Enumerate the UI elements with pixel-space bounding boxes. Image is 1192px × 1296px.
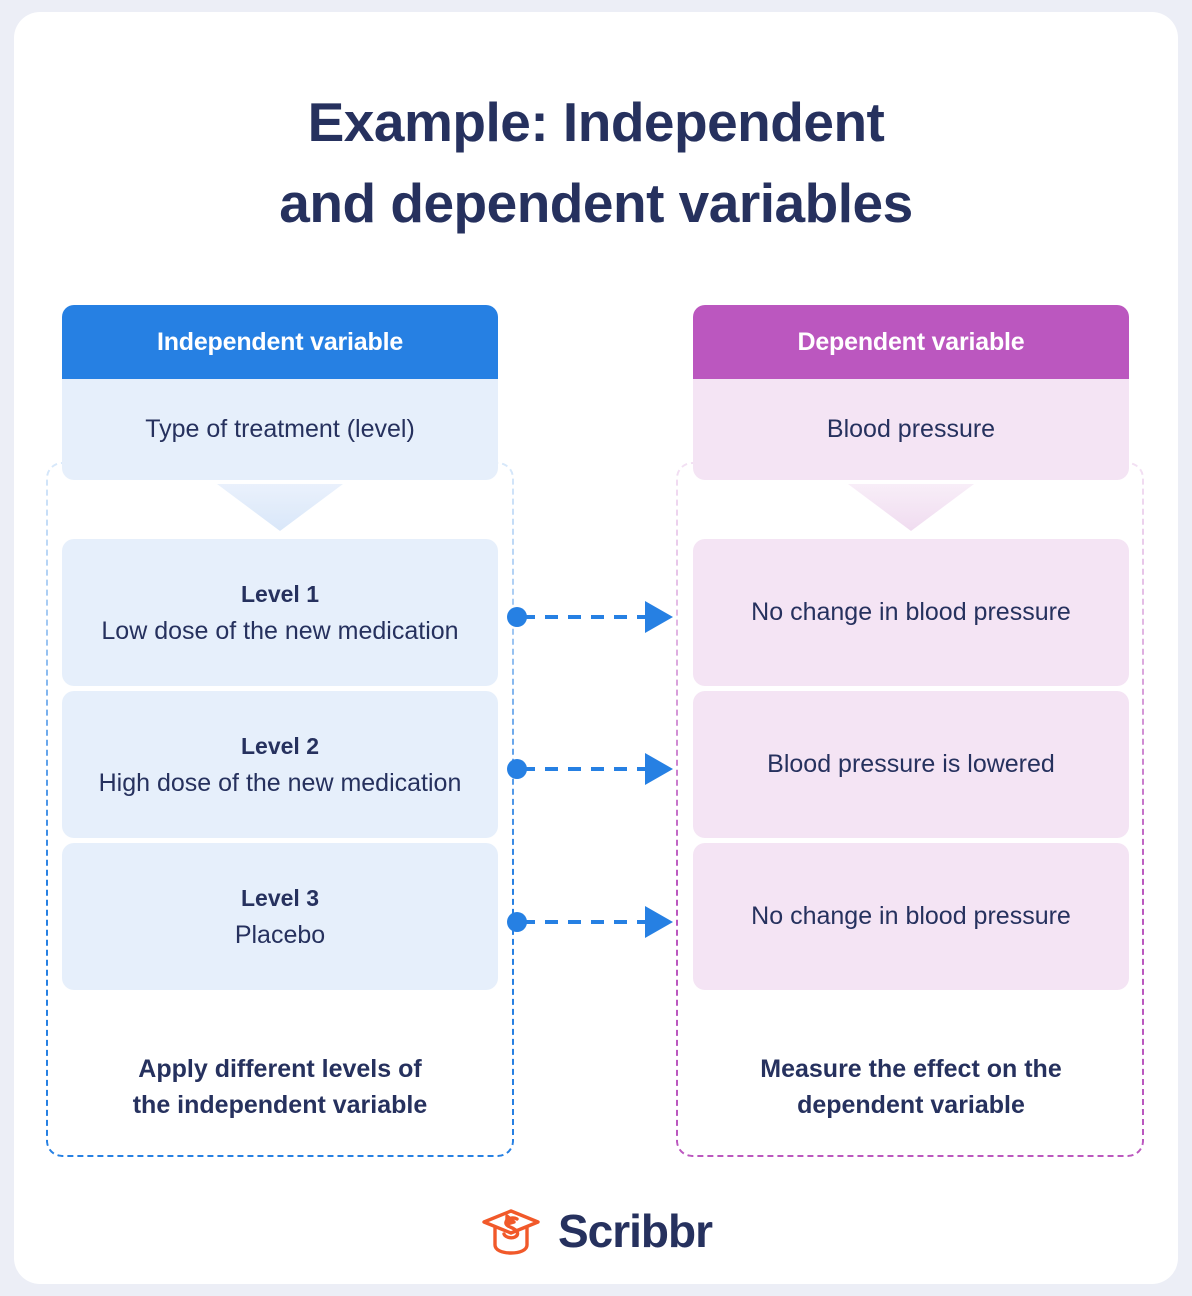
scribbr-wordmark: Scribbr: [557, 1205, 713, 1257]
title-line-1: Example: Independent: [307, 91, 885, 153]
independent-caption-line-1: Apply different levels of: [138, 1055, 422, 1083]
level-1-text: Low dose of the new medication: [101, 616, 459, 645]
result-3-text: No change in blood pressure: [751, 902, 1071, 931]
dependent-caption-line-2: dependent variable: [797, 1090, 1025, 1119]
graduation-cap-icon: [482, 1209, 540, 1255]
dependent-funnel-icon: [693, 480, 1129, 539]
page-title: Example: Independent and dependent varia…: [0, 82, 1192, 245]
result-2-box: Blood pressure is lowered: [693, 691, 1129, 838]
independent-funnel-icon: [62, 480, 498, 539]
level-2-box: Level 2 High dose of the new medication: [62, 691, 498, 838]
level-3-text: Placebo: [234, 920, 326, 949]
result-3-box: No change in blood pressure: [693, 843, 1129, 990]
level-1-box: Level 1 Low dose of the new medication: [62, 539, 498, 686]
dependent-variable-subheader: Blood pressure: [693, 379, 1129, 480]
level-2-text: High dose of the new medication: [98, 768, 462, 797]
dependent-caption-line-1: Measure the effect on the: [760, 1055, 1062, 1083]
level-3-box: Level 3 Placebo: [62, 843, 498, 990]
independent-variable-header: Independent variable: [62, 305, 498, 379]
scribbr-logo: Scribbr: [0, 1204, 1192, 1258]
independent-variable-subheader: Type of treatment (level): [62, 379, 498, 480]
result-1-box: No change in blood pressure: [693, 539, 1129, 686]
result-2-text: Blood pressure is lowered: [767, 750, 1055, 779]
dependent-variable-header: Dependent variable: [693, 305, 1129, 379]
independent-variable-column: Independent variable Type of treatment (…: [62, 305, 498, 1123]
dependent-caption: Measure the effect on the dependent vari…: [693, 1052, 1129, 1123]
dependent-variable-column: Dependent variable Blood pressure No cha…: [693, 305, 1129, 1123]
level-3-title: Level 3: [241, 885, 319, 912]
level-2-title: Level 2: [241, 733, 319, 760]
level-1-title: Level 1: [241, 581, 319, 608]
result-1-text: No change in blood pressure: [751, 598, 1071, 627]
independent-caption: Apply different levels of the independen…: [62, 1052, 498, 1123]
independent-caption-line-2: the independent variable: [132, 1090, 428, 1119]
title-line-2: and dependent variables: [279, 172, 913, 235]
